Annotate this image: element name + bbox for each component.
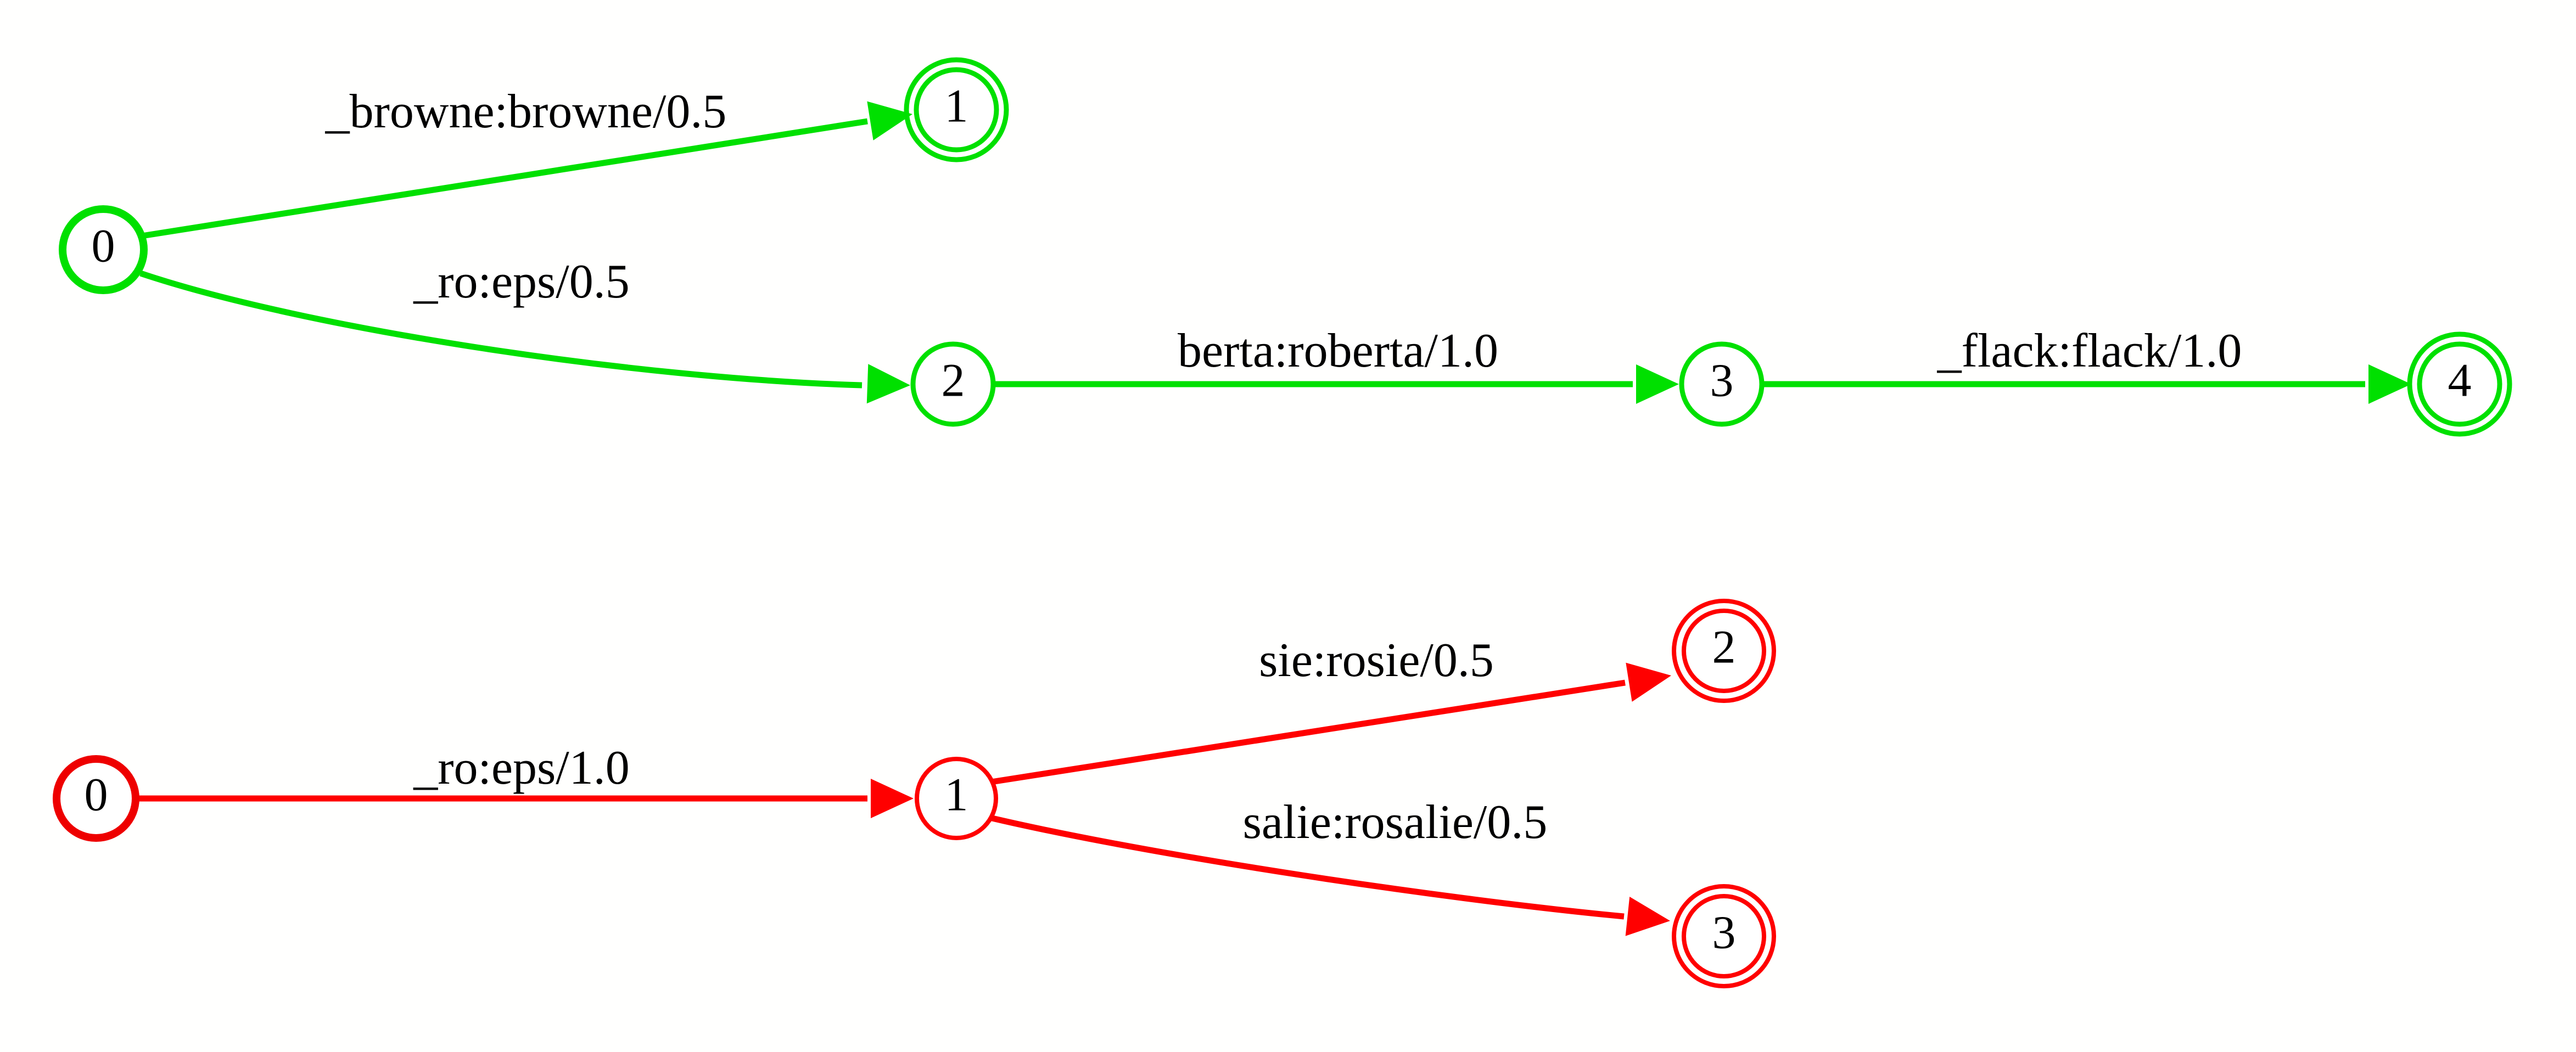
state-circle (1682, 894, 1766, 978)
state-label: 2 (1712, 621, 1736, 673)
state-circle (915, 757, 998, 840)
transition-g0-to-g1[interactable]: _browne:browne/0.5 (141, 85, 916, 239)
transition-edge-line (989, 814, 1625, 920)
accepting-state-outer-ring (904, 57, 1009, 162)
transition-g2-to-g3[interactable]: berta:roberta/1.0 (995, 324, 1679, 404)
state-node-green-transducer-2[interactable]: 2 (910, 341, 996, 427)
state-label: 2 (942, 354, 965, 407)
transition-g3-to-g4[interactable]: _flack:flack/1.0 (1763, 324, 2411, 404)
transition-label: salie:rosalie/0.5 (1243, 796, 1548, 849)
state-label: 1 (945, 80, 968, 132)
graphs-root: _browne:browne/0.5 _ro:eps/0.5 berta:rober… (53, 57, 2512, 988)
state-node-green-transducer-4-accepting[interactable]: 4 (2407, 331, 2512, 437)
fst-graph-red-transducer: _ro:eps/1.0 sie:rosie/0.5 salie:rosalie/0.… (53, 599, 1776, 988)
state-label: 3 (1710, 354, 1734, 407)
state-node-green-transducer-3[interactable]: 3 (1679, 341, 1765, 427)
state-label: 3 (1712, 906, 1736, 959)
state-circle (2417, 341, 2502, 427)
transitions-layer: _ro:eps/1.0 sie:rosie/0.5 salie:rosalie/0.… (136, 634, 1675, 941)
fst-graph-green-transducer: _browne:browne/0.5 _ro:eps/0.5 berta:rober… (59, 57, 2512, 437)
state-circle (1679, 341, 1765, 427)
accepting-state-outer-ring (2407, 331, 2512, 437)
transition-label: sie:rosie/0.5 (1259, 634, 1494, 687)
transition-label: _browne:browne/0.5 (325, 85, 727, 138)
start-state-circle (59, 205, 148, 294)
states-layer: 0 1 2 3 4 (59, 57, 2512, 437)
state-node-red-transducer-3-accepting[interactable]: 3 (1672, 884, 1776, 988)
start-state-circle (53, 755, 139, 842)
state-node-red-transducer-2-accepting[interactable]: 2 (1672, 599, 1776, 703)
state-circle (910, 341, 996, 427)
state-label: 1 (945, 768, 968, 821)
state-node-green-transducer-0-start[interactable]: 0 (59, 205, 148, 294)
transition-arrowhead-icon (1626, 662, 1671, 702)
state-node-red-transducer-1[interactable]: 1 (915, 757, 998, 840)
transitions-layer: _browne:browne/0.5 _ro:eps/0.5 berta:rober… (139, 85, 2411, 405)
state-label: 4 (2448, 354, 2472, 407)
transition-label: _ro:eps/0.5 (413, 255, 630, 308)
transition-arrowhead-icon (867, 101, 912, 140)
transition-arrowhead-icon (866, 364, 910, 404)
transition-arrowhead-icon (1636, 364, 1679, 404)
transition-r0-to-r1[interactable]: _ro:eps/1.0 (136, 741, 914, 818)
transition-edge-line (990, 679, 1626, 785)
transition-arrowhead-icon (2368, 364, 2411, 404)
state-label: 0 (85, 768, 108, 821)
transition-arrowhead-icon (1625, 897, 1670, 936)
transition-r1-to-r2[interactable]: sie:rosie/0.5 (990, 634, 1675, 785)
transition-edge-line (139, 270, 863, 389)
state-node-red-transducer-0-start[interactable]: 0 (53, 755, 139, 842)
transition-r1-to-r3[interactable]: salie:rosalie/0.5 (989, 796, 1672, 941)
transition-g0-to-g2[interactable]: _ro:eps/0.5 (139, 255, 911, 405)
state-node-green-transducer-1-accepting[interactable]: 1 (904, 57, 1009, 162)
states-layer: 0 1 2 3 (53, 599, 1776, 988)
state-circle (1682, 609, 1766, 693)
transition-edge-line (141, 118, 868, 239)
state-circle (914, 67, 999, 153)
transition-arrowhead-icon (871, 779, 914, 818)
accepting-state-outer-ring (1672, 884, 1776, 988)
transition-label: _flack:flack/1.0 (1937, 324, 2242, 378)
accepting-state-outer-ring (1672, 599, 1776, 703)
transition-label: _ro:eps/1.0 (413, 741, 630, 795)
transition-label: berta:roberta/1.0 (1178, 324, 1498, 378)
state-label: 0 (92, 220, 115, 272)
